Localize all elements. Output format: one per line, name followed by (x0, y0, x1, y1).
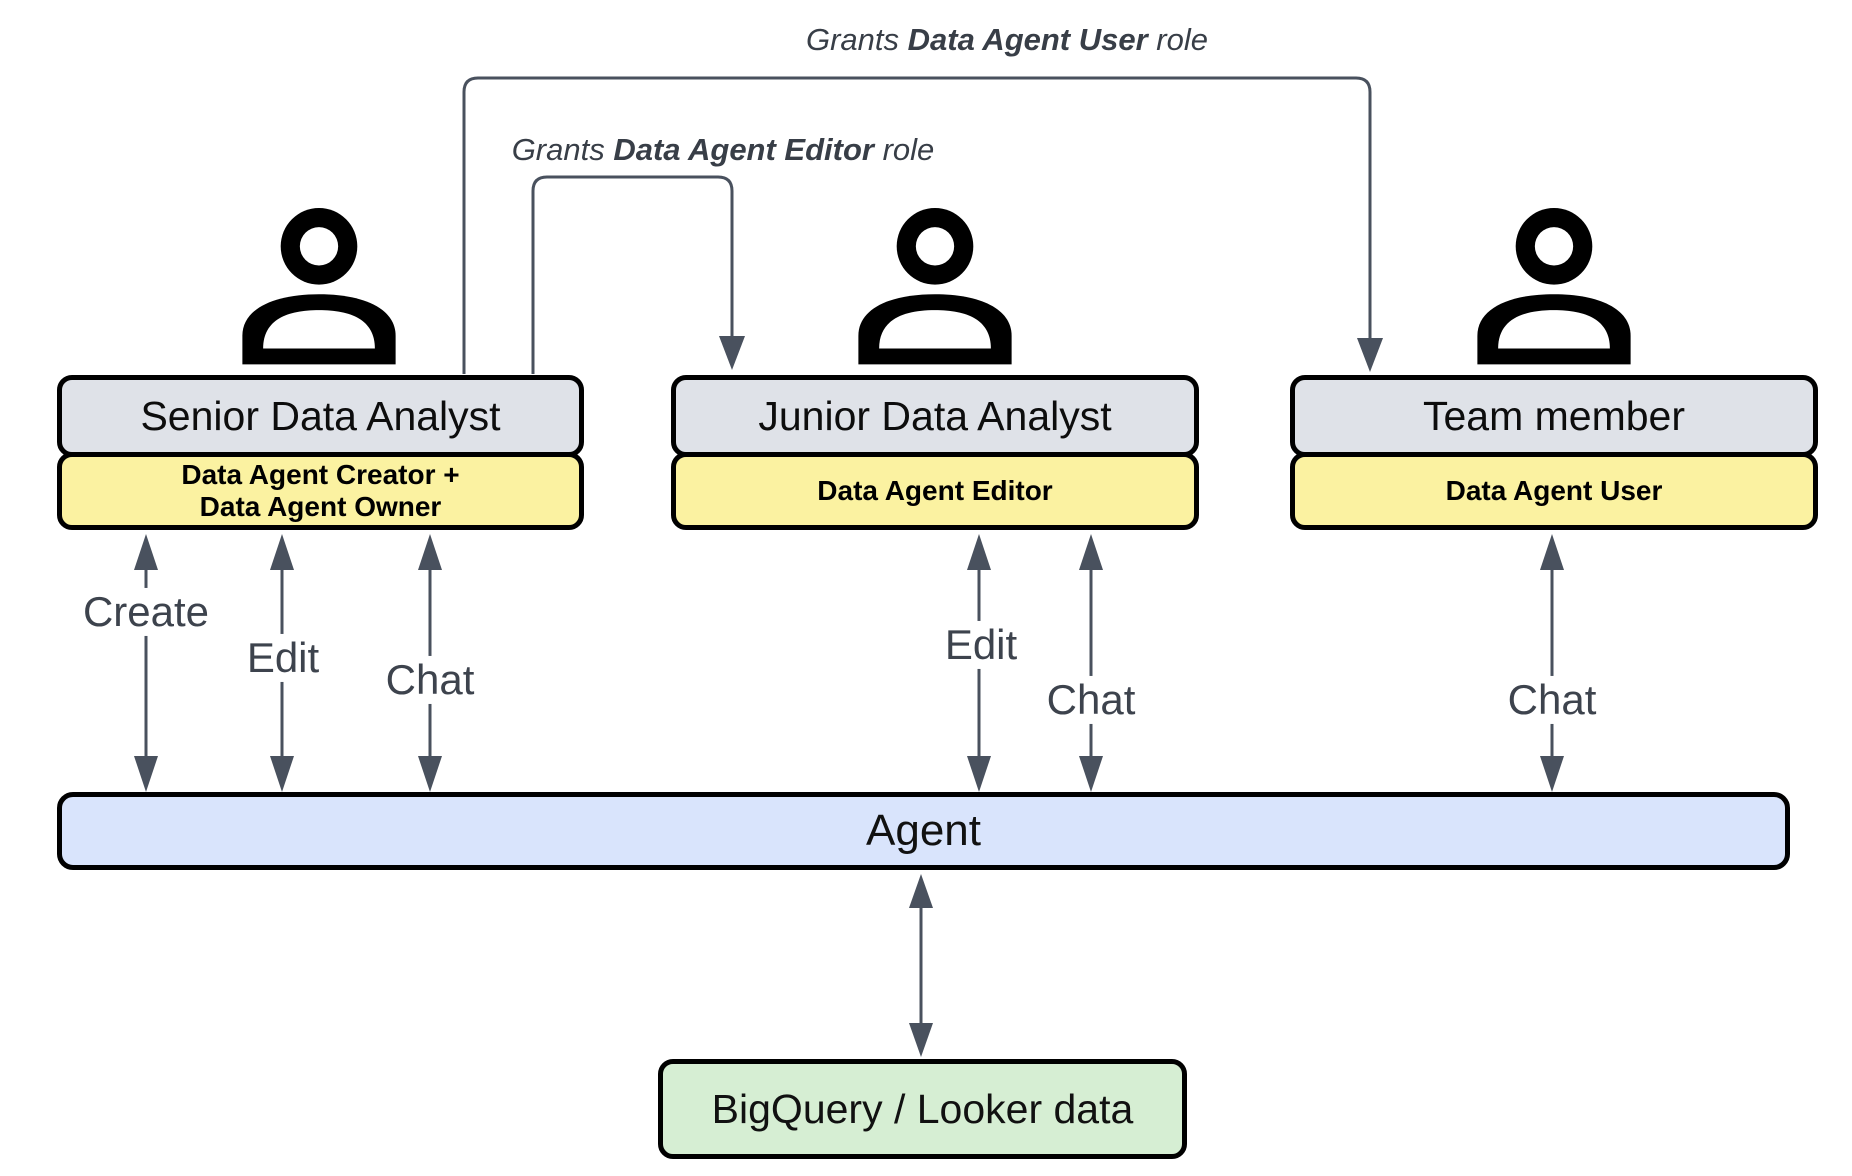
arrowhead (719, 336, 745, 370)
arrowhead (270, 534, 294, 570)
role-badge-editor: Data Agent Editor (671, 452, 1199, 530)
persona-title-team-member: Team member (1290, 375, 1818, 457)
grant-arrow-user-path (462, 76, 1372, 374)
action-label-chat: Chat (1038, 675, 1144, 725)
action-label-edit: Edit (936, 620, 1026, 670)
agent-bar: Agent (57, 792, 1790, 870)
role-badge-label: Data Agent Editor (817, 474, 1053, 506)
arrowhead (134, 534, 158, 570)
grant-role-name: Data Agent Editor (613, 132, 874, 167)
action-label-chat: Chat (1499, 675, 1605, 725)
action-label-chat: Chat (377, 655, 483, 705)
role-badge-label: Data Agent Creator + Data Agent Owner (181, 458, 460, 522)
arrowhead (1540, 534, 1564, 570)
arrowhead (1079, 534, 1103, 570)
arrowhead (1540, 756, 1564, 792)
arrowhead (270, 756, 294, 792)
arrowhead (967, 756, 991, 792)
persona-title-label: Senior Data Analyst (140, 392, 501, 439)
arrowhead (967, 534, 991, 570)
person-icon (1474, 208, 1634, 374)
arrowhead (418, 756, 442, 792)
action-label-edit: Edit (238, 633, 328, 683)
action-arrowheads (134, 534, 1564, 1057)
persona-title-senior-data-analyst: Senior Data Analyst (57, 375, 584, 457)
person-icon (239, 208, 399, 374)
agent-label: Agent (866, 806, 981, 855)
grant-prefix: Grants (511, 132, 605, 167)
grant-label-editor: Grants Data Agent Editor role (505, 132, 941, 168)
arrowhead (909, 874, 933, 908)
grant-suffix: role (1156, 22, 1209, 57)
grant-label-user: Grants Data Agent User role (799, 22, 1215, 58)
person-icon (855, 208, 1015, 374)
arrowhead (909, 1023, 933, 1057)
grant-prefix: Grants (805, 22, 900, 57)
arrowhead (134, 756, 158, 792)
persona-title-junior-data-analyst: Junior Data Analyst (671, 375, 1199, 457)
arrowhead (1079, 756, 1103, 792)
action-label-create: Create (74, 587, 218, 637)
grant-arrow-editor-path (531, 175, 734, 374)
role-badge-creator-owner: Data Agent Creator + Data Agent Owner (57, 452, 584, 530)
grant-arrowheads (719, 336, 1383, 372)
grant-arrows (462, 76, 1372, 374)
role-badge-label: Data Agent User (1445, 474, 1663, 506)
persona-title-label: Junior Data Analyst (758, 392, 1112, 439)
datastore-box: BigQuery / Looker data (658, 1059, 1187, 1159)
datastore-label: BigQuery / Looker data (711, 1085, 1134, 1132)
arrowhead (418, 534, 442, 570)
grant-role-name: Data Agent User (907, 22, 1148, 57)
grant-suffix: role (882, 132, 935, 167)
persona-title-label: Team member (1422, 392, 1685, 439)
arrowhead (1357, 338, 1383, 372)
role-badge-user: Data Agent User (1290, 452, 1818, 530)
